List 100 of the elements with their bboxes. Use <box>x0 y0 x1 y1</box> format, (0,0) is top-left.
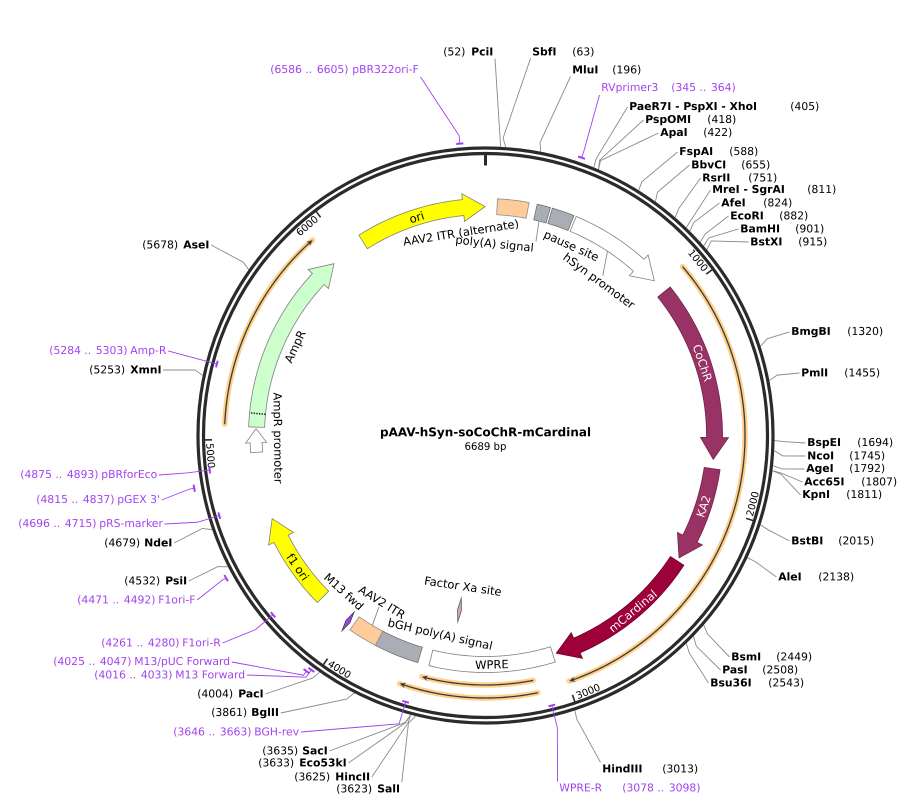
tick-label: 3000 <box>576 684 600 699</box>
leader-line <box>174 528 213 544</box>
primer-mark <box>303 668 310 674</box>
site-label: NcoI (1745) <box>808 451 884 461</box>
primer-label: (4261 .. 4280) F1ori-R <box>102 638 220 648</box>
leader-line <box>598 120 644 170</box>
leader-line <box>772 470 801 496</box>
primer-mark <box>208 466 212 474</box>
leader-line <box>494 58 502 148</box>
leader-line <box>686 643 709 684</box>
leader-line <box>329 714 412 752</box>
leader-line <box>210 244 250 270</box>
site-label: AfeI (824) <box>721 198 792 208</box>
tick-label: 4000 <box>328 661 351 678</box>
leader-line <box>372 606 380 626</box>
primer-mark <box>308 666 315 673</box>
leader-line <box>168 350 218 364</box>
site-label: Bsu36I (2543) <box>711 678 804 688</box>
leader-line <box>502 58 531 148</box>
leader-line <box>348 714 412 764</box>
primer-mark <box>548 704 556 708</box>
site-label: MluI (196) <box>573 65 640 75</box>
leader-line <box>161 488 194 500</box>
site-label: PspOMI (418) <box>646 114 736 126</box>
site-label: BbvCI (655) <box>692 160 770 170</box>
leader-line <box>164 515 220 524</box>
site-label: RsrII (751) <box>703 173 776 183</box>
leader-line <box>264 672 320 694</box>
primer-label: (4815 .. 4837) pGEX 3' <box>37 494 159 506</box>
site-label: EcoRI (882) <box>731 211 808 221</box>
site-label: BsmI (2449) <box>732 652 812 662</box>
primer-label: (4016 .. 4033) M13 Forward <box>95 670 244 680</box>
leader-line <box>300 702 406 732</box>
leader-line <box>654 164 690 202</box>
primer-label: (4471 .. 4492) F1ori-F <box>78 595 195 605</box>
primer-label: (5284 .. 5303) Amp-R <box>50 346 166 356</box>
feature-box <box>349 616 384 646</box>
leader-line <box>760 524 790 542</box>
primer-mark <box>192 484 196 492</box>
leader-line <box>747 557 777 578</box>
site-label: (5678) AseI <box>143 240 208 250</box>
leader-line <box>581 94 600 158</box>
site-label: BstXI (915) <box>751 237 826 247</box>
leader-line <box>693 636 721 670</box>
site-label: AleI (2138) <box>778 572 854 582</box>
leader-line <box>598 132 659 170</box>
primer-mark <box>578 156 586 160</box>
leader-line <box>540 76 571 152</box>
leader-line <box>689 202 720 232</box>
site-label: (3861) BglII <box>212 708 278 718</box>
site-label: PasI (2508) <box>723 665 798 675</box>
tick-label: 5000 <box>206 444 216 468</box>
plasmid-size: 6689 bp <box>465 442 506 452</box>
site-label: AgeI (1792) <box>806 464 884 474</box>
site-label: (3625) HincII <box>295 772 370 782</box>
primer-label: (3646 .. 3663) BGH-rev <box>174 727 299 737</box>
tick-label: 2000 <box>746 492 758 516</box>
leader-line <box>420 76 460 144</box>
leader-line <box>222 614 274 644</box>
site-label: BmgBI (1320) <box>792 326 882 338</box>
primer-label: (4696 .. 4715) pRS-marker <box>19 518 163 530</box>
primer-label: (4875 .. 4893) pBRforEco <box>21 470 157 480</box>
leader-line <box>700 216 729 242</box>
leader-line <box>674 178 701 218</box>
site-label: Acc65I (1807) <box>804 477 896 487</box>
primer-mark <box>224 574 229 582</box>
site-label: (4679) NdeI <box>105 538 172 548</box>
primer-mark <box>270 612 276 618</box>
site-label: (3633) Eco53kI <box>259 758 346 768</box>
leader-line <box>760 332 790 347</box>
leader-line <box>162 369 204 376</box>
primer-label: (6586 .. 6605) pBR322ori-F <box>271 64 418 76</box>
site-label: BamHI (901) <box>741 224 824 234</box>
leader-line <box>703 228 739 246</box>
leader-line <box>535 220 540 242</box>
feature-label: AmpR promoter <box>271 392 282 484</box>
site-label: (4532) PsiI <box>125 576 186 586</box>
leader-line <box>196 578 226 600</box>
site-label: BspEI (1694) <box>808 438 892 448</box>
leader-line <box>401 716 416 783</box>
primer-mark <box>402 700 410 704</box>
primer-label: (4025 .. 4047) M13/pUC Forward <box>54 656 230 668</box>
site-label: (4004) PacI <box>198 689 263 699</box>
leader-line <box>703 624 730 658</box>
leader-line <box>686 190 711 228</box>
primer-label: WPRE-R (3078 .. 3098) <box>560 783 700 793</box>
site-label: (3635) SacI <box>263 746 327 756</box>
leader-line <box>706 240 749 250</box>
leader-line <box>772 470 803 482</box>
leader-line <box>772 465 805 470</box>
primer-label: RVprimer3 (345 .. 364) <box>602 82 735 94</box>
leader-line <box>280 692 355 714</box>
site-label: PmlI (1455) <box>802 368 880 378</box>
site-label: BstBI (2015) <box>792 536 874 546</box>
site-label: PaeR7I - PspXI - XhoI (405) <box>630 102 818 112</box>
feature-label: Factor Xa site <box>424 576 501 596</box>
site-label: (52) PciI <box>444 47 492 57</box>
site-label: (3623) SalI <box>337 784 400 794</box>
site-label: (5253) XmnI <box>90 365 161 375</box>
leader-line <box>188 566 228 582</box>
